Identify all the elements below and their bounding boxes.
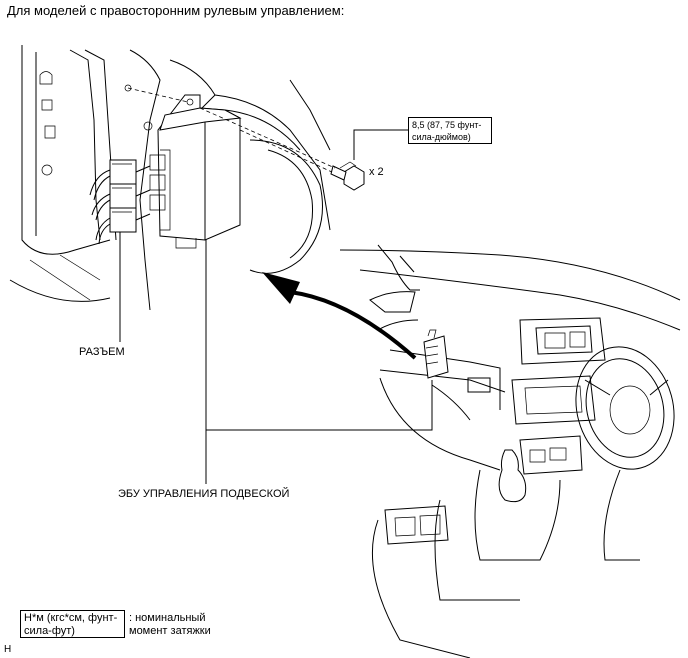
torque-leader [353,129,408,160]
torque-spec-line-2: сила-дюймов) [412,132,471,142]
legend-desc-line-2: момент затяжки [129,625,211,637]
page-title: Для моделей с правосторонним рулевым упр… [7,3,345,18]
connector-label: РАЗЪЕМ [79,346,125,358]
legend-unit-line-1: Н*м (кгс*см, фунт- [24,612,118,624]
legend-desc-line-1: : номинальный [129,612,206,624]
label-leaders [119,232,433,484]
legend-unit-box: Н*м (кгс*см, фунт- сила-фут) [20,610,125,638]
suspension-ecu-drawing [149,94,242,249]
legend-unit-line-2: сила-фут) [24,625,75,637]
bolt-drawing [330,161,365,191]
alignment-lines [127,87,336,173]
direction-arrow [262,272,417,360]
torque-spec-box: 8,5 (87, 75 фунт- сила-дюймов) [408,117,492,144]
legend-description: : номинальный момент затяжки [129,612,211,638]
torque-spec-line-1: 8,5 (87, 75 фунт- [412,120,482,130]
body-panel [9,45,117,302]
bolt-quantity-label: x 2 [369,166,384,178]
dash-structure [124,49,331,311]
vehicle-interior [339,244,681,658]
figure-code: H [4,644,12,655]
ecu-label: ЭБУ УПРАВЛЕНИЯ ПОДВЕСКОЙ [118,488,290,500]
connector-drawing [89,159,151,245]
